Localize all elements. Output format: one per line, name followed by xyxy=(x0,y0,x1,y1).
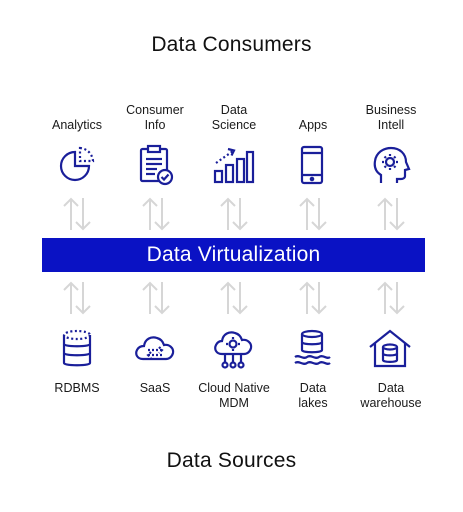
bidirectional-arrow-icon xyxy=(217,280,251,316)
smartphone-icon xyxy=(290,143,334,187)
consumer-label: Apps xyxy=(298,118,328,132)
cloud-gear-network-icon xyxy=(211,327,255,371)
source-label: Data warehouse xyxy=(360,381,422,410)
consumer-label: Consumer Info xyxy=(126,103,184,132)
bidirectional-arrow-icon xyxy=(60,280,94,316)
bidirectional-arrow-icon xyxy=(296,280,330,316)
source-label: Data lakes xyxy=(298,381,328,410)
bidirectional-arrow-icon xyxy=(139,196,173,232)
bidirectional-arrow-icon xyxy=(374,196,408,232)
consumer-label: Analytics xyxy=(51,118,103,132)
bidirectional-arrow-icon xyxy=(296,196,330,232)
database-icon xyxy=(55,327,99,371)
clipboard-check-icon xyxy=(133,143,177,187)
house-database-icon xyxy=(368,327,412,371)
source-data-lakes: Data lakes xyxy=(268,381,358,411)
consumer-label: Data Science xyxy=(211,103,257,132)
bidirectional-arrow-icon xyxy=(217,196,251,232)
consumer-label: Business Intell xyxy=(365,103,417,132)
source-data-warehouse: Data warehouse xyxy=(346,381,436,411)
source-cloud-native-mdm: Cloud Native MDM xyxy=(184,381,284,411)
bidirectional-arrow-icon xyxy=(60,196,94,232)
database-waves-icon xyxy=(290,327,334,371)
bidirectional-arrow-icon xyxy=(139,280,173,316)
head-gear-icon xyxy=(368,143,412,187)
source-saas: SaaS xyxy=(110,381,200,396)
source-label: Cloud Native MDM xyxy=(198,381,270,410)
consumer-analytics: Analytics xyxy=(32,100,122,133)
consumer-consumer-info: Consumer Info xyxy=(110,100,200,133)
data-sources-title: Data Sources xyxy=(166,449,297,472)
pie-chart-icon xyxy=(55,143,99,187)
consumer-data-science: Data Science xyxy=(189,100,279,133)
data-virtualization-bar: Data Virtualization xyxy=(42,238,425,272)
bidirectional-arrow-icon xyxy=(374,280,408,316)
source-rdbms: RDBMS xyxy=(32,381,122,396)
cloud-exchange-icon xyxy=(133,327,177,371)
consumer-business-intell: Business Intell xyxy=(346,100,436,133)
bar-chart-trend-icon xyxy=(211,143,255,187)
data-consumers-title: Data Consumers xyxy=(151,33,312,56)
source-label: RDBMS xyxy=(54,381,100,395)
source-label: SaaS xyxy=(139,381,171,395)
consumer-apps: Apps xyxy=(268,100,358,133)
